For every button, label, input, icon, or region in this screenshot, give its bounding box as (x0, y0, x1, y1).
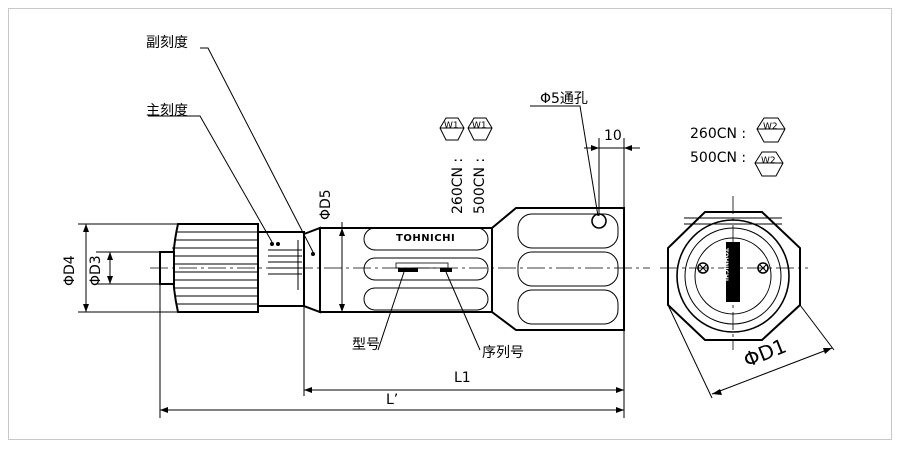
cn500-side-label: 500CN : (472, 157, 488, 214)
main-scale-marks (268, 240, 302, 290)
d4-label: ΦD4 (62, 255, 78, 286)
cn260-end-label: 260CN : (690, 126, 747, 142)
body-slots (363, 227, 489, 311)
w2-label-b: W2 (761, 156, 776, 166)
model-label: 型号 (352, 337, 380, 353)
dimension-10 (584, 138, 640, 216)
sub-scale-label: 副刻度 (146, 35, 188, 51)
main-scale-label: 主刻度 (146, 103, 188, 119)
dimension-l-prime (159, 284, 624, 418)
dimension-d5 (339, 222, 345, 312)
end-view-brand: TOHNICHI (722, 248, 729, 282)
w1-label-a: W1 (444, 121, 459, 131)
leader-sub-scale (200, 47, 314, 253)
sub-scale-sleeve (303, 226, 321, 314)
l-prime-label: L’ (386, 392, 399, 408)
leader-serial (445, 271, 481, 351)
w1-hexagons (439, 117, 493, 141)
brand-label: TOHNICHI (396, 233, 456, 244)
cn500-end-label: 500CN : (690, 150, 747, 166)
leader-main-scale (148, 115, 273, 243)
w1-label-b: W1 (472, 121, 487, 131)
dimension-d1 (667, 304, 835, 399)
l1-label: L1 (454, 370, 471, 386)
head-slots (517, 213, 619, 325)
dimension-l1 (303, 306, 625, 418)
main-scale-barrel (257, 231, 305, 307)
end-view (660, 196, 808, 350)
sub-scale-dot (311, 252, 315, 256)
leader-hole (530, 105, 599, 217)
leader-model (377, 271, 405, 351)
w2-label-a: W2 (763, 122, 778, 132)
cn260-side-label: 260CN : (450, 157, 466, 214)
hole-label: Φ5通孔 (540, 91, 588, 107)
d5-label: ΦD5 (318, 189, 334, 220)
d3-label: ΦD3 (88, 255, 104, 286)
w2-hexagons (754, 117, 786, 177)
dimension-d4-d3 (78, 223, 178, 313)
serial-label: 序列号 (482, 345, 524, 361)
dim-10-label: 10 (604, 128, 622, 144)
